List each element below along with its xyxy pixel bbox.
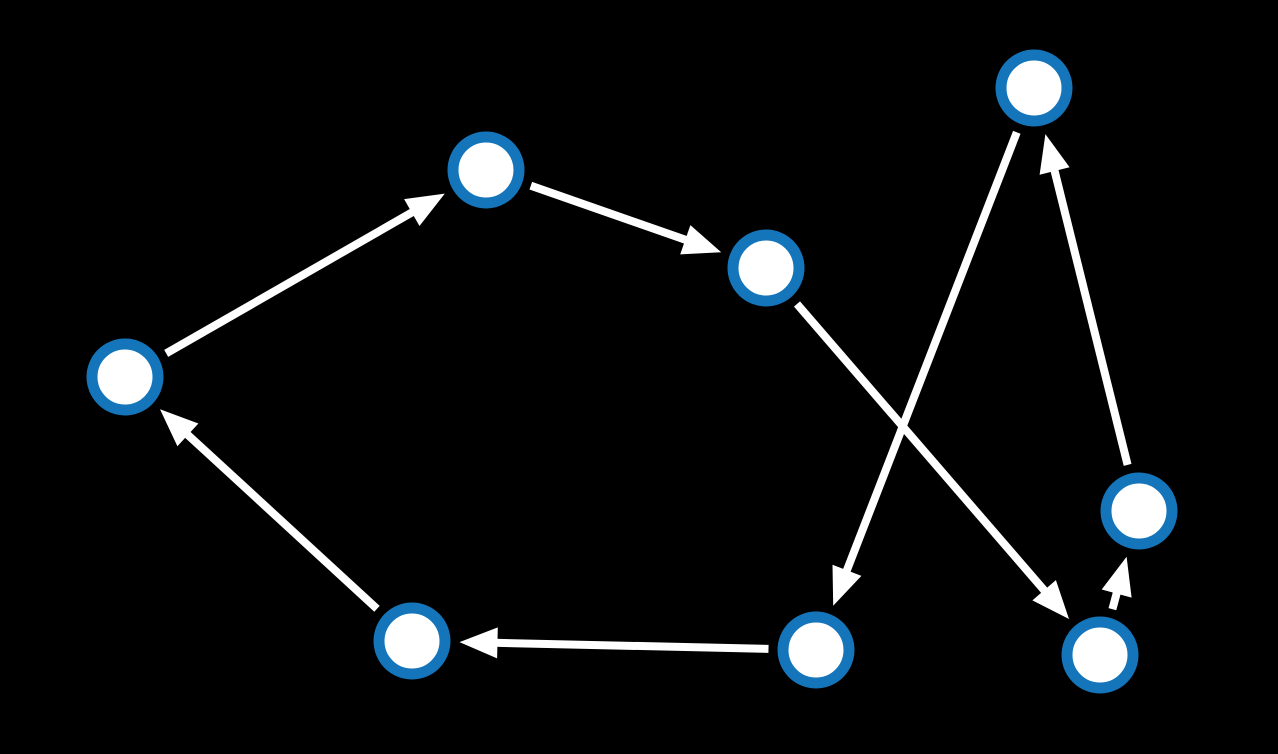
edge-line — [164, 207, 417, 357]
edge-line — [529, 181, 690, 245]
graph-node-n-right — [1100, 472, 1178, 550]
arrowhead-icon — [832, 564, 862, 606]
graph-node-n-bottom-right — [1061, 616, 1139, 694]
graph-node-n-bottom-left — [373, 602, 451, 680]
edge-n-bottom-middle-to-n-bottom-left — [459, 627, 769, 659]
edge-n-right-to-n-top-right — [1039, 134, 1132, 466]
arrowhead-icon — [160, 409, 199, 447]
edge-n-top-right-to-n-bottom-middle — [832, 130, 1021, 606]
arrowhead-icon — [1032, 580, 1069, 619]
arrowhead-icon — [1101, 556, 1132, 598]
edge-n-middle-to-n-bottom-right — [793, 301, 1069, 619]
arrowhead-icon — [1039, 134, 1070, 175]
graph-node-n-upper-left — [447, 131, 525, 209]
edge-line — [494, 638, 769, 653]
edge-layer — [160, 130, 1132, 659]
edge-line — [1050, 167, 1132, 466]
edge-n-bottom-right-to-n-right — [1101, 556, 1132, 611]
graph-node-n-left — [86, 338, 164, 416]
arrowhead-icon — [459, 627, 498, 659]
edge-line — [842, 130, 1021, 575]
edge-line — [1108, 589, 1122, 611]
edge-line — [793, 301, 1050, 596]
edge-n-bottom-left-to-n-left — [160, 409, 380, 612]
arrowhead-icon — [404, 193, 445, 226]
edge-n-left-to-n-upper-left — [164, 193, 445, 357]
arrowhead-icon — [680, 225, 722, 255]
edge-n-upper-left-to-n-middle — [529, 181, 722, 255]
edge-line — [182, 429, 380, 612]
graph-node-n-middle — [727, 229, 805, 307]
graph-node-n-bottom-middle — [777, 611, 855, 689]
node-layer — [86, 49, 1178, 694]
graph-node-n-top-right — [995, 49, 1073, 127]
